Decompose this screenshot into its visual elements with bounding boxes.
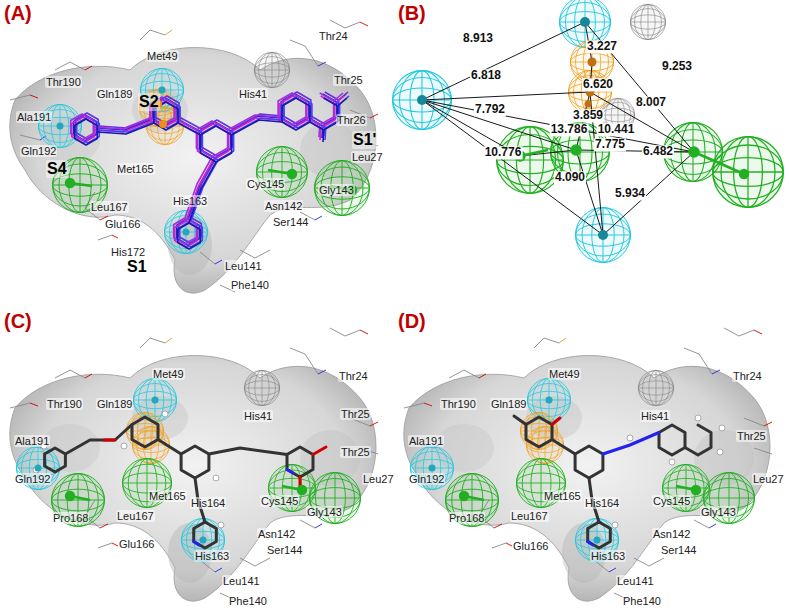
residue-label: Asn142 <box>264 200 303 212</box>
residue-label: Asn142 <box>652 528 691 540</box>
distance-value: 10.441 <box>597 123 636 136</box>
residue-label: Cys145 <box>652 495 691 507</box>
residue-label: Cys145 <box>246 178 285 190</box>
residue-label: Met49 <box>152 368 185 380</box>
residue-label: Met49 <box>548 368 581 380</box>
residue-label: Thr24 <box>318 30 349 42</box>
residue-label: Gly143 <box>306 506 343 518</box>
subsite-label: S2 <box>138 93 160 111</box>
residue-label: His163 <box>590 550 626 562</box>
residue-label: Cys145 <box>260 495 299 507</box>
residue-label: Gln189 <box>96 398 133 410</box>
residue-label: Leu141 <box>224 260 263 272</box>
distance-value: 8.007 <box>635 96 667 109</box>
residue-label: Thr25 <box>333 74 364 86</box>
residue-label: Glu166 <box>512 540 549 552</box>
residue-label: Thr25 <box>340 408 371 420</box>
panel-c-art <box>10 328 378 601</box>
residue-label: His41 <box>640 410 670 422</box>
residue-label: Gly143 <box>700 506 737 518</box>
residue-label: Thr24 <box>338 370 369 382</box>
residue-label: Leu141 <box>222 575 261 587</box>
residue-label: Thr25 <box>340 446 371 458</box>
residue-label: Leu27 <box>752 473 785 485</box>
residue-label: Gln192 <box>20 145 57 157</box>
panel-a-art <box>10 20 378 293</box>
residue-label: Phe140 <box>622 595 662 607</box>
distance-value: 6.482 <box>642 145 674 158</box>
panel-d-art <box>404 328 772 601</box>
residue-label: Thr26 <box>336 114 367 126</box>
residue-label: Pro168 <box>52 512 89 524</box>
residue-label: His164 <box>190 497 226 509</box>
distance-value: 6.818 <box>470 69 502 82</box>
residue-label: Ala191 <box>408 435 444 447</box>
residue-label: Thr190 <box>440 398 477 410</box>
residue-label: Met165 <box>116 163 155 175</box>
residue-label: Met49 <box>146 50 179 62</box>
distance-value: 9.253 <box>661 60 693 73</box>
residue-label: Ser144 <box>266 544 303 556</box>
residue-label: Ser144 <box>272 216 309 228</box>
residue-label: His163 <box>172 195 208 207</box>
residue-label: Gln192 <box>14 473 51 485</box>
residue-label: Ala191 <box>16 111 52 123</box>
residue-label: Leu27 <box>362 473 395 485</box>
residue-label: His41 <box>243 410 273 422</box>
residue-label: Thr190 <box>46 398 83 410</box>
residue-label: Thr190 <box>45 76 82 88</box>
distance-value: 13.786 <box>550 123 589 136</box>
residue-label: Phe140 <box>228 595 268 607</box>
residue-label: Thr25 <box>736 430 767 442</box>
residue-label: Ser144 <box>660 544 697 556</box>
residue-label: Pro168 <box>448 512 485 524</box>
panel-letter: (C) <box>4 310 32 332</box>
panel-letter: (A) <box>4 2 32 24</box>
distance-value: 7.792 <box>474 103 506 116</box>
residue-label: Leu27 <box>351 151 384 163</box>
residue-label: Gly143 <box>318 184 355 196</box>
residue-label: Glu166 <box>104 218 141 230</box>
subsite-label: S1 <box>126 258 148 276</box>
residue-label: Gln192 <box>408 473 445 485</box>
distance-value: 4.090 <box>554 171 586 184</box>
distance-value: 3.227 <box>586 40 618 53</box>
residue-label: His41 <box>238 88 268 100</box>
residue-label: Thr24 <box>732 370 763 382</box>
residue-label: Met165 <box>148 490 187 502</box>
distance-value: 10.776 <box>484 146 523 159</box>
residue-label: Ala191 <box>14 435 50 447</box>
residue-label: Leu167 <box>90 201 129 213</box>
residue-label: Leu141 <box>616 575 655 587</box>
panel-letter: (B) <box>398 2 426 24</box>
subsite-label: S1' <box>352 131 377 149</box>
residue-label: Asn142 <box>257 528 296 540</box>
distance-value: 5.934 <box>614 187 646 200</box>
residue-label: Leu167 <box>510 510 549 522</box>
residue-label: Phe140 <box>230 279 270 291</box>
residue-label: Leu167 <box>116 510 155 522</box>
residue-label: His164 <box>584 497 620 509</box>
subsite-label: S4 <box>46 160 68 178</box>
residue-label: Met165 <box>543 490 582 502</box>
panel-b-art <box>393 0 784 262</box>
residue-label: Gln189 <box>96 88 133 100</box>
distance-value: 6.620 <box>582 78 614 91</box>
distance-value: 7.775 <box>594 138 626 151</box>
residue-label: Gln189 <box>490 398 527 410</box>
distance-value: 3.859 <box>572 109 604 122</box>
distance-value: 8.913 <box>462 32 494 45</box>
residue-label: His163 <box>194 550 230 562</box>
residue-label: Glu166 <box>118 538 155 550</box>
residue-label: His172 <box>110 246 146 258</box>
panel-letter: (D) <box>398 310 426 332</box>
